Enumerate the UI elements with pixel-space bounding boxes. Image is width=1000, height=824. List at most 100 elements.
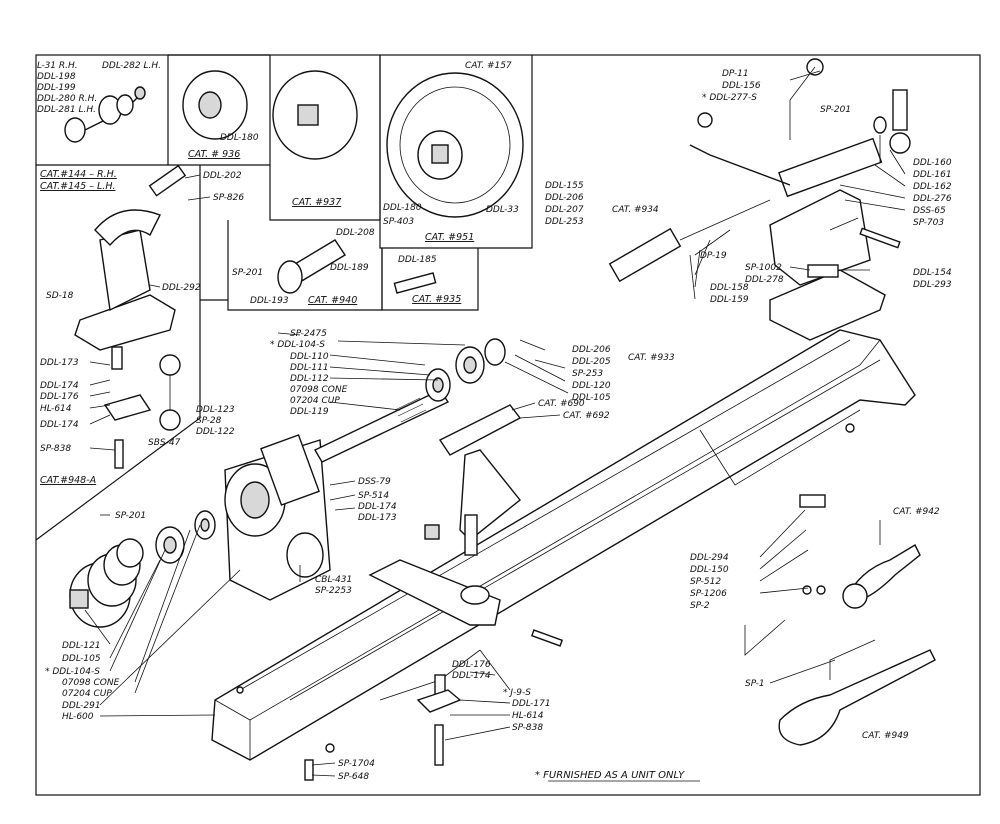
label-cone-a: 07098 CONE — [290, 385, 348, 395]
label-ddl-293: DDL-293 — [913, 280, 952, 290]
label-ddl-207: DDL-207 — [545, 205, 584, 215]
label-ddl-174-b: DDL-174 — [40, 420, 79, 430]
label-ddl-150: DDL-150 — [690, 565, 729, 575]
label-ddl-120: DDL-120 — [572, 381, 611, 391]
label-ddl-198: DDL-198 — [37, 72, 76, 82]
label-cat-940: CAT. #940 — [308, 295, 357, 306]
label-ddl-122: DDL-122 — [196, 427, 235, 437]
label-ddl-155: DDL-155 — [545, 181, 584, 191]
label-ddl-160: DDL-160 — [913, 158, 952, 168]
label-l31: L-31 R.H. — [37, 61, 78, 71]
label-sp-826: SP-826 — [213, 193, 244, 203]
label-ddl-104-s-a: * DDL-104-S — [270, 340, 325, 350]
label-ddl-112: DDL-112 — [290, 374, 329, 384]
label-ddl-280: DDL-280 R.H. — [37, 94, 97, 104]
label-sp-201-c: SP-201 — [115, 511, 146, 521]
bearing-stack — [194, 338, 506, 540]
label-cat-935: CAT. #935 — [412, 294, 461, 305]
label-cat-942: CAT. #942 — [893, 507, 940, 517]
label-sp-2: SP-2 — [690, 601, 710, 611]
label-sp-253: SP-253 — [572, 369, 603, 379]
label-ddl-281: DDL-281 L.H. — [37, 105, 96, 115]
label-ddl-292: DDL-292 — [162, 283, 201, 293]
label-ddl-158: DDL-158 — [710, 283, 749, 293]
tool-rest — [368, 404, 522, 626]
tailstock — [608, 58, 911, 341]
inset-frames — [35, 54, 533, 541]
label-cat-934: CAT. #934 — [612, 205, 659, 215]
label-sp-201-a: SP-201 — [232, 268, 263, 278]
label-ddl-174-d: DDL-174 — [452, 671, 491, 681]
label-sp-2475: SP-2475 — [290, 329, 327, 339]
fasteners — [304, 227, 901, 781]
label-dss-79: DSS-79 — [358, 477, 391, 487]
label-ddl-173-b: DDL-173 — [358, 513, 397, 523]
label-ddl-253: DDL-253 — [545, 217, 584, 227]
label-cbl-431: CBL-431 — [315, 575, 352, 585]
label-dss-65: DSS-65 — [913, 206, 946, 216]
label-ddl-277-s: * DDL-277-S — [702, 93, 757, 103]
label-sp-28: SP-28 — [196, 416, 222, 426]
label-sp-838-b: SP-838 — [512, 723, 543, 733]
label-ddl-162: DDL-162 — [913, 182, 952, 192]
label-cup-a: 07204 CUP — [290, 396, 340, 406]
label-ddl-193: DDL-193 — [250, 296, 289, 306]
lathe-bed — [211, 329, 916, 761]
label-sp-2253: SP-2253 — [315, 586, 352, 596]
label-ddl-291: DDL-291 — [62, 701, 101, 711]
label-ddl-189: DDL-189 — [330, 263, 369, 273]
label-ddl-174-c: DDL-174 — [358, 502, 397, 512]
label-ddl-176-a: DDL-176 — [40, 392, 79, 402]
label-ddl-111: DDL-111 — [290, 363, 329, 373]
part-labels: L-31 R.H. DDL-282 L.H. DDL-198 DDL-199 D… — [37, 61, 952, 782]
label-dp-19: DP-19 — [700, 251, 727, 261]
label-ddl-110: DDL-110 — [290, 352, 329, 362]
label-sp-838-a: SP-838 — [40, 444, 71, 454]
label-sbs-47: SBS-47 — [148, 438, 181, 448]
label-ddl-161: DDL-161 — [913, 170, 952, 180]
label-ddl-206-a: DDL-206 — [545, 193, 584, 203]
label-ddl-276: DDL-276 — [913, 194, 952, 204]
label-ddl-199: DDL-199 — [37, 83, 76, 93]
label-sp-201-b: SP-201 — [820, 105, 851, 115]
label-ddl-174-a: DDL-174 — [40, 381, 79, 391]
label-ddl-185: DDL-185 — [398, 255, 437, 265]
label-cat-948a: CAT.#948-A — [40, 475, 96, 486]
label-ddl-205: DDL-205 — [572, 357, 611, 367]
label-ddl-202: DDL-202 — [203, 171, 242, 181]
label-sp-514: SP-514 — [358, 491, 389, 501]
clamp-assembly-left — [74, 164, 187, 469]
label-cat-937: CAT. #937 — [292, 197, 341, 208]
label-ddl-176-b: DDL-176 — [452, 660, 491, 670]
label-sp-1704: SP-1704 — [338, 759, 375, 769]
label-ddl-208: DDL-208 — [336, 228, 375, 238]
inset-parts — [64, 70, 524, 294]
label-cat-936: CAT. # 936 — [188, 149, 240, 160]
label-sp-512: SP-512 — [690, 577, 721, 587]
label-cat-144: CAT.#144 – R.H. — [40, 169, 117, 180]
cone-pulley — [69, 526, 185, 628]
label-cat-933: CAT. #933 — [628, 353, 675, 363]
label-ddl-105-b: DDL-105 — [62, 654, 101, 664]
label-sp-1: SP-1 — [745, 679, 765, 689]
label-j-9-s: * J-9-S — [503, 688, 531, 698]
label-sp-1206: SP-1206 — [690, 589, 727, 599]
label-ddl-119: DDL-119 — [290, 407, 329, 417]
label-sp-703: SP-703 — [913, 218, 944, 228]
label-hl-600: HL-600 — [62, 712, 94, 722]
wrenches — [744, 544, 936, 746]
label-cone-b: 07098 CONE — [62, 678, 120, 688]
label-hl-614-b: HL-614 — [512, 711, 544, 721]
label-ddl-159: DDL-159 — [710, 295, 749, 305]
label-ddl-171: DDL-171 — [512, 699, 551, 709]
label-sd-18: SD-18 — [46, 291, 74, 301]
label-cat-951: CAT. #951 — [425, 232, 474, 243]
label-sp-403: SP-403 — [383, 217, 414, 227]
label-sp-1002: SP-1002 — [745, 263, 782, 273]
label-cat-157: CAT. #157 — [465, 61, 512, 71]
label-ddl-154: DDL-154 — [913, 268, 952, 278]
label-cat-692: CAT. #692 — [563, 411, 610, 421]
label-ddl-121: DDL-121 — [62, 641, 101, 651]
label-ddl-282: DDL-282 L.H. — [102, 61, 161, 71]
